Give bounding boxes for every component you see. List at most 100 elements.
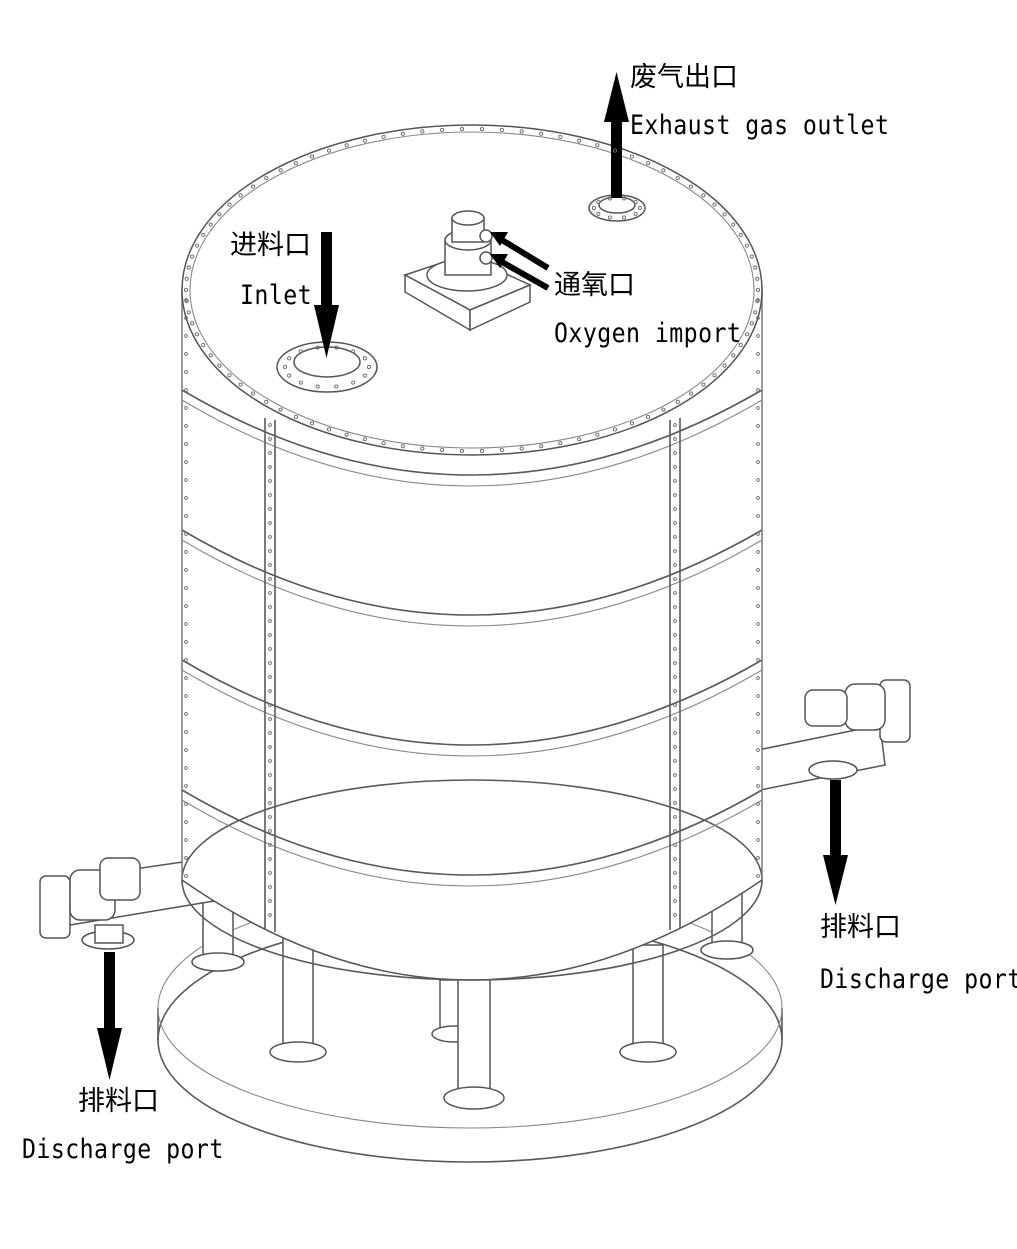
discharge-right-label-cn: 排料口 — [820, 912, 901, 943]
bolt — [756, 406, 760, 410]
bolt — [661, 168, 666, 173]
bolt — [756, 496, 760, 500]
bolt — [749, 254, 754, 259]
inlet-flange-bolts — [282, 345, 372, 389]
bolt — [673, 423, 677, 427]
bolt — [201, 232, 206, 237]
bolt — [756, 460, 760, 464]
bolt — [293, 161, 298, 166]
bolt — [673, 829, 677, 833]
bolt — [722, 212, 727, 217]
bolt — [756, 820, 760, 824]
bolt — [701, 193, 706, 198]
bolt — [459, 127, 465, 132]
bolt — [184, 442, 188, 446]
bolt — [629, 154, 634, 159]
bolt — [184, 532, 188, 536]
bolt — [184, 694, 188, 698]
bolt — [400, 444, 405, 449]
bolt — [268, 829, 272, 833]
bolt — [381, 134, 386, 139]
bolt — [298, 349, 303, 354]
bolt — [362, 356, 367, 361]
bolt — [278, 407, 283, 412]
exhaust-label-en: Exhaust gas outlet — [630, 110, 890, 141]
bolt — [184, 658, 188, 662]
bolt — [195, 332, 200, 337]
bolt — [673, 689, 677, 693]
bolt — [673, 577, 677, 581]
bolt — [756, 748, 760, 752]
bolt — [756, 856, 760, 860]
bolt — [673, 801, 677, 805]
bolt — [184, 478, 188, 482]
bolt — [756, 622, 760, 626]
bolt — [287, 373, 292, 378]
bolt — [744, 332, 749, 337]
bolt — [184, 370, 188, 374]
bolt — [673, 591, 677, 595]
bolt — [268, 675, 272, 679]
bolt — [744, 243, 749, 248]
discharge-right-label-en: Discharge port — [820, 964, 1017, 995]
bolt — [184, 640, 188, 644]
bolt — [673, 703, 677, 707]
bolt — [673, 815, 677, 819]
bolt — [268, 689, 272, 693]
bolt — [673, 675, 677, 679]
bolt — [712, 373, 717, 378]
bolt — [420, 446, 425, 451]
bolt — [268, 619, 272, 623]
bolt — [756, 424, 760, 428]
bolt — [184, 460, 188, 464]
bolt — [268, 465, 272, 469]
right-conveyor — [757, 679, 911, 791]
bolt — [756, 586, 760, 590]
bolt — [238, 382, 243, 387]
bolt — [195, 243, 200, 248]
bolt — [756, 550, 760, 554]
bolt — [184, 676, 188, 680]
bolt — [731, 222, 736, 227]
bolt — [637, 205, 643, 211]
bolt — [298, 380, 303, 385]
bolt — [268, 437, 272, 441]
bolt — [577, 437, 582, 442]
bolt — [596, 211, 601, 216]
bolt — [268, 647, 272, 651]
bolt — [268, 633, 272, 637]
bolt — [673, 899, 677, 903]
bolt — [756, 640, 760, 644]
bolt — [282, 364, 288, 370]
bolt — [753, 310, 758, 315]
tank-shell — [181, 289, 763, 981]
bolt — [673, 717, 677, 721]
bolt — [607, 196, 612, 201]
bolt — [539, 131, 544, 136]
bolt — [184, 334, 188, 338]
bolt — [756, 514, 760, 518]
bolt — [622, 196, 627, 201]
bolt — [186, 265, 191, 270]
bolt — [184, 406, 188, 410]
bolt — [673, 563, 677, 567]
bolt — [184, 622, 188, 626]
exhaust-flange — [588, 194, 646, 222]
bolt — [607, 215, 612, 220]
bolt — [186, 310, 191, 315]
bolt — [577, 138, 582, 143]
right-edge-bolts — [756, 298, 760, 878]
bolt — [268, 591, 272, 595]
bolt — [673, 521, 677, 525]
bolt — [268, 815, 272, 819]
bolt — [558, 134, 563, 139]
bolt — [184, 838, 188, 842]
bolt — [756, 442, 760, 446]
bolt — [268, 801, 272, 805]
bolt — [756, 298, 760, 302]
bolt — [362, 138, 367, 143]
bolt — [268, 549, 272, 553]
bolt — [673, 549, 677, 553]
